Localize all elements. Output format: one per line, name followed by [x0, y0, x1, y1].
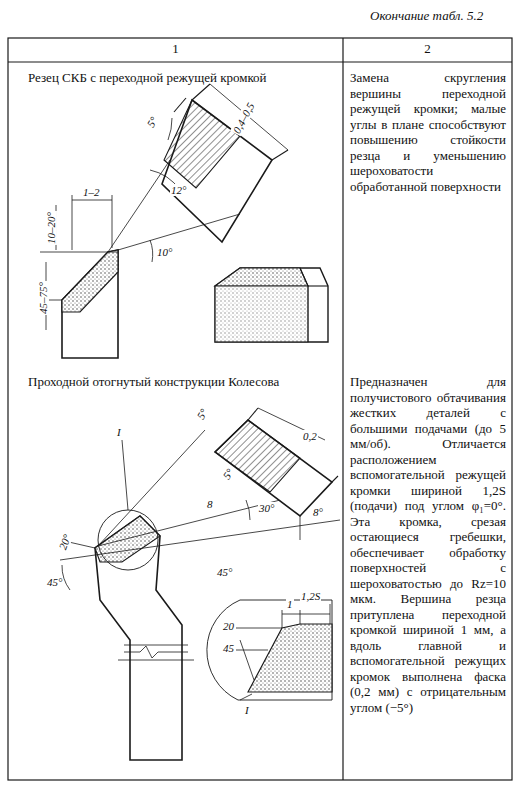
- dimension-label: 5°: [144, 114, 160, 130]
- dimension-label: I: [116, 426, 122, 438]
- dimension-label: 30°: [258, 502, 275, 514]
- table-cell: Предназначен для получистового обтачиван…: [350, 374, 506, 717]
- dimension-label: 45: [222, 642, 235, 654]
- table-grid: [8, 38, 512, 780]
- dimension-label: 1: [286, 598, 294, 610]
- dimension-label: 1–2: [82, 186, 101, 198]
- cutter-description: Замена скругления вершины переходной реж…: [350, 70, 506, 194]
- table-cell: 1: [8, 41, 343, 59]
- dimension-label: 0,4–0,5: [230, 100, 257, 137]
- dimension-label: 20°: [56, 532, 73, 552]
- table-cell: Замена скругления вершины переходной реж…: [350, 70, 506, 196]
- table-cell: 2: [343, 41, 512, 59]
- dimension-label: 5°: [220, 466, 237, 483]
- column-number: 2: [343, 41, 512, 57]
- dimension-label: 12°: [170, 184, 187, 196]
- cutter-name: Проходной отогнутый конструкции Колесова: [28, 374, 328, 390]
- cutter-name: Резец СКБ с переходной режущей кромкой: [28, 70, 340, 86]
- dimension-label: 45°: [216, 566, 233, 578]
- column-number: 1: [8, 41, 343, 57]
- dimension-label: 8: [206, 498, 214, 510]
- dimension-label: 10°: [156, 246, 173, 258]
- dimension-label: 45–75°: [37, 281, 49, 315]
- dimension-label: 0,2: [302, 430, 318, 442]
- dimension-label: 20: [222, 620, 235, 632]
- dimension-label: I: [244, 704, 250, 716]
- skb-cutter: [40, 84, 328, 358]
- kolesov-cutter: [60, 408, 340, 760]
- table-continuation-heading: Окончание табл. 5.2: [370, 8, 483, 24]
- dimension-label: 10–20°: [45, 211, 57, 245]
- dimension-label: 5°: [194, 406, 210, 422]
- table-cell: Проходной отогнутый конструкции Колесова: [28, 374, 328, 392]
- table-cell: Резец СКБ с переходной режущей кромкой: [28, 70, 340, 88]
- dimension-label: 8°: [312, 506, 324, 518]
- cutter-description: Предназначен для получистового обтачиван…: [350, 374, 506, 715]
- dimension-label: 1,2S: [300, 590, 321, 602]
- dimension-label: 45°: [46, 576, 63, 588]
